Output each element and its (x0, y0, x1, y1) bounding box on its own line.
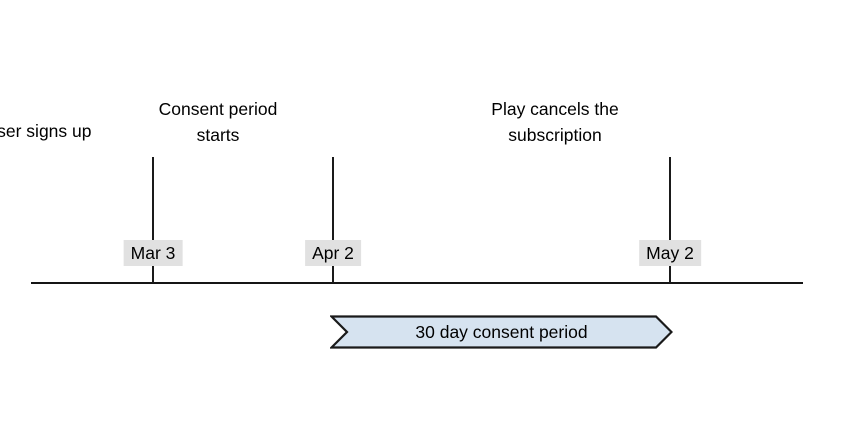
milestone-tick-line (669, 157, 671, 283)
milestone-date-badge-mar-3: Mar 3 (123, 240, 183, 266)
milestone-label-play-cancels-subscription: Play cancels the subscription (491, 99, 619, 145)
milestone-label-user-signs-up: User signs up (0, 121, 92, 141)
milestone-tick-line (152, 157, 154, 283)
milestone-tick-line (332, 157, 334, 283)
milestone-date-badge-apr-2: Apr 2 (305, 240, 361, 266)
chevron-banner-shape (330, 315, 673, 349)
consent-period-banner: 30 day consent period (330, 315, 673, 349)
milestone-label-consent-period-starts: Consent period starts (158, 99, 278, 145)
timeline-axis (31, 282, 803, 284)
consent-period-banner-label: 30 day consent period (415, 321, 588, 342)
milestone-date-badge-may-2: May 2 (639, 240, 701, 266)
